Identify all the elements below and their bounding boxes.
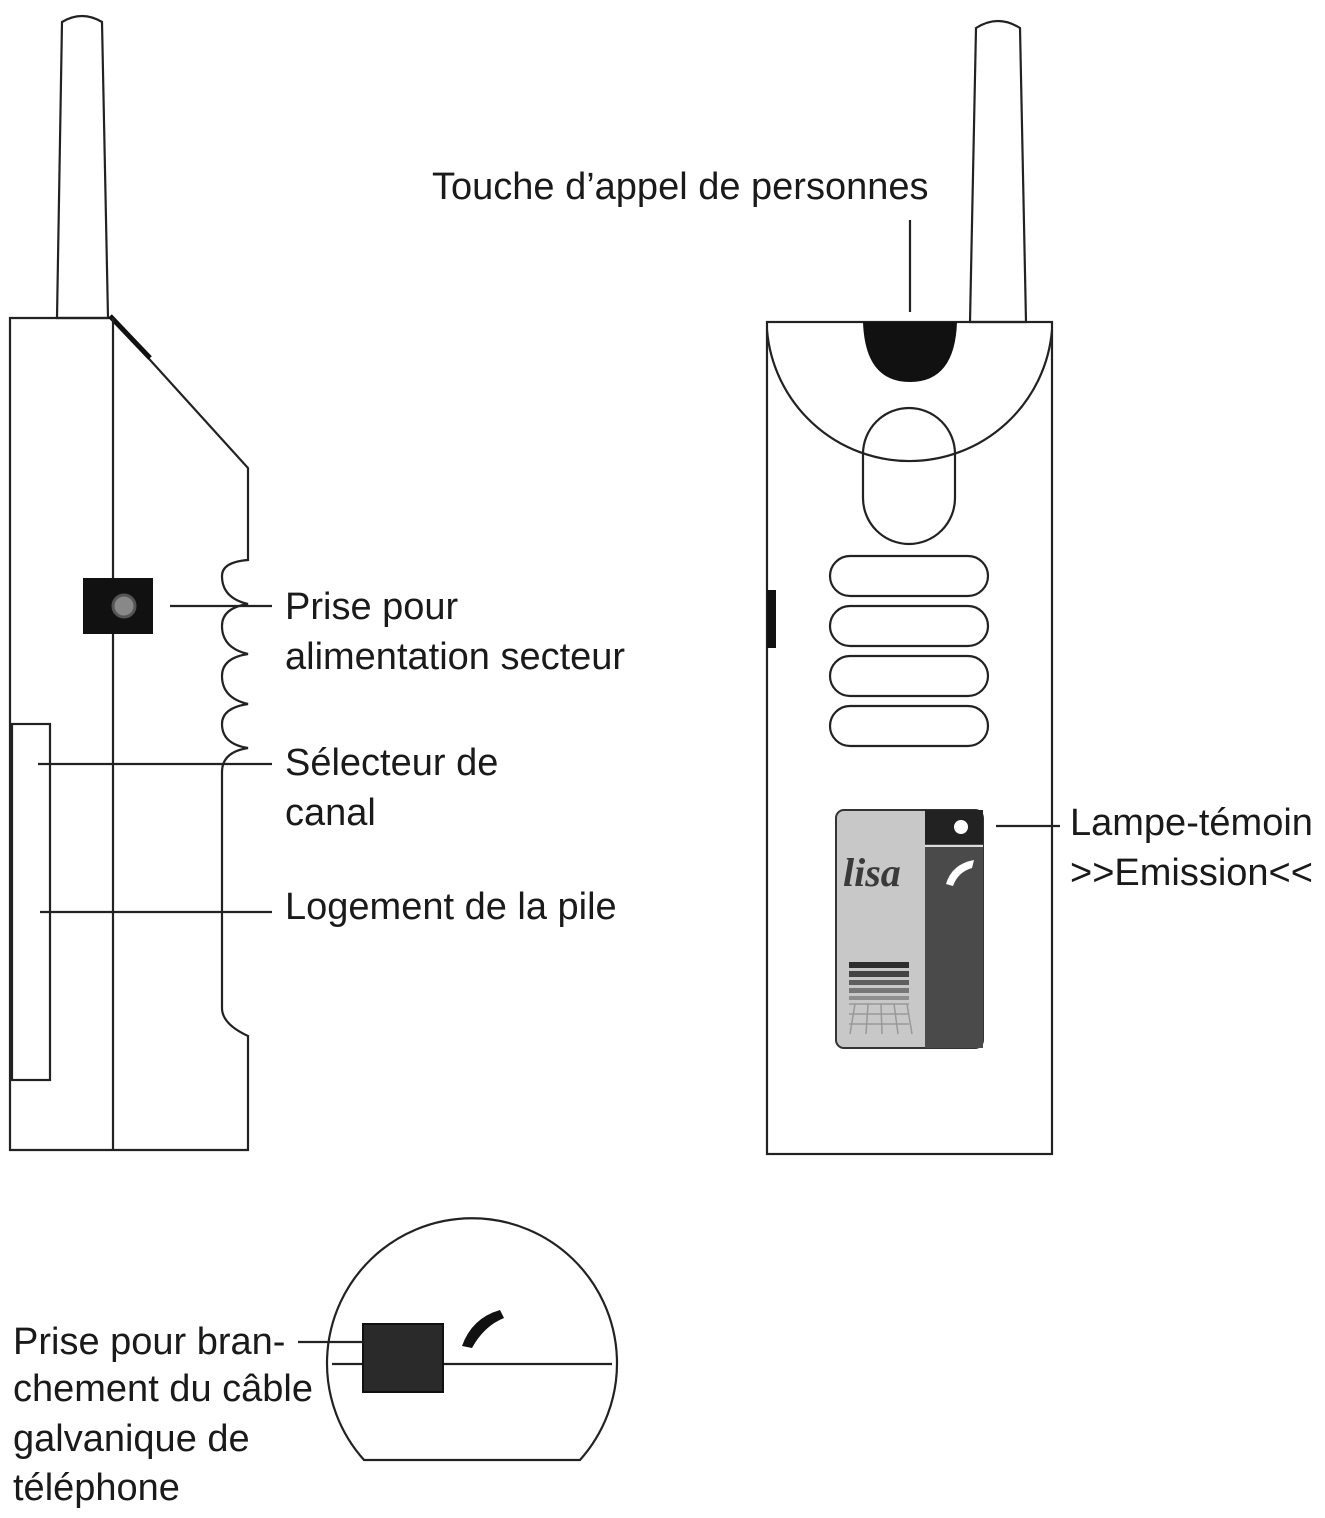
logo-stripes (849, 962, 913, 1035)
detail-phone-icon (462, 1310, 504, 1348)
speaker-slot (828, 554, 990, 598)
phone-socket (362, 1323, 444, 1393)
side-antenna (55, 14, 110, 320)
speaker-slot (828, 604, 990, 648)
side-view (8, 14, 272, 1152)
channel-selector-label: Sélecteur de canal (285, 742, 509, 834)
front-antenna (968, 19, 1028, 324)
label-panel-dark (925, 810, 983, 1048)
power-socket-hole (111, 593, 137, 619)
call-button[interactable] (863, 322, 957, 382)
battery-compartment (10, 722, 52, 1082)
brand-logo: lisa (843, 850, 901, 895)
side-body (8, 316, 250, 1152)
phone-icon (946, 860, 974, 886)
speaker-slot (828, 704, 990, 748)
front-view: lisa (765, 19, 1060, 1156)
phone-socket-label: Prise pour bran- chement du câble galvan… (13, 1321, 324, 1509)
side-bevel-edge (108, 314, 152, 360)
front-oval-key (861, 406, 957, 546)
phone-socket-detail (298, 1217, 619, 1462)
speaker-slot (828, 654, 990, 698)
call-button-label: Touche d’appel de personnes (432, 166, 929, 208)
led-lamp (954, 820, 968, 834)
front-top-arc (765, 329, 1054, 463)
detail-outline (325, 1217, 619, 1462)
front-side-switch (767, 590, 776, 648)
led-label: Lampe-témoin >>Emission<< (1070, 802, 1323, 894)
battery-label: Logement de la pile (285, 886, 617, 928)
power-socket-label: Prise pour alimentation secteur (285, 586, 625, 678)
